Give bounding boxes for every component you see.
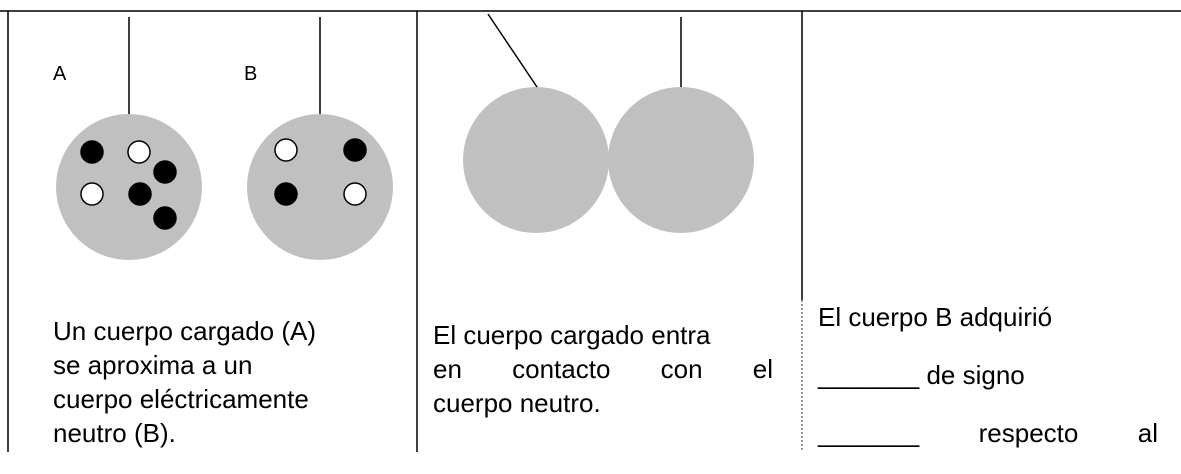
caption-line: neutro (B).: [53, 418, 176, 448]
negative-charge: [153, 206, 177, 230]
caption-text: respecto: [978, 418, 1079, 448]
sphere-b-group: [247, 17, 393, 260]
caption-line: cuerpo eléctricamente: [53, 384, 309, 414]
thread-left-tilted: [487, 13, 540, 91]
sphere-charged: [463, 87, 609, 233]
positive-charge: [127, 140, 151, 164]
negative-charge: [128, 182, 152, 206]
fill-in-line-2: _______ respecto al: [818, 416, 1158, 474]
sphere-neutral: [608, 87, 754, 233]
positive-charge: [274, 138, 298, 162]
caption-line: en contacto con el: [433, 354, 773, 384]
caption-line: El cuerpo B adquirió: [818, 302, 1053, 332]
sphere-b: [247, 114, 393, 260]
caption-text: al: [1137, 418, 1158, 448]
caption-line: se aproxima a un: [53, 350, 253, 380]
contact-spheres-group: [463, 13, 754, 233]
negative-charge: [343, 138, 367, 162]
diagram-frame: [0, 10, 1181, 452]
fill-in-line-1: _______ de signo: [818, 358, 1178, 416]
caption-panel-2: El cuerpo cargado entra en contacto con …: [433, 318, 773, 420]
caption-panel-1: Un cuerpo cargado (A) se aproxima a un c…: [53, 314, 383, 450]
caption-line: Un cuerpo cargado (A): [53, 316, 317, 346]
caption-panel-3: El cuerpo B adquirió _______ de signo __…: [818, 300, 1178, 474]
negative-charge: [274, 182, 298, 206]
sphere-a: [56, 114, 202, 260]
caption-line: cuerpo neutro.: [433, 388, 601, 418]
caption-line: El cuerpo cargado entra: [433, 320, 711, 350]
label-b: B: [244, 63, 258, 85]
negative-charge: [80, 140, 104, 164]
positive-charge: [343, 182, 367, 206]
blank-field[interactable]: _______: [818, 360, 920, 390]
positive-charge: [80, 182, 104, 206]
sphere-a-group: [56, 17, 202, 260]
label-a: A: [53, 63, 67, 85]
blank-field[interactable]: _______: [818, 418, 920, 448]
caption-text: de signo: [919, 360, 1025, 390]
negative-charge: [153, 160, 177, 184]
